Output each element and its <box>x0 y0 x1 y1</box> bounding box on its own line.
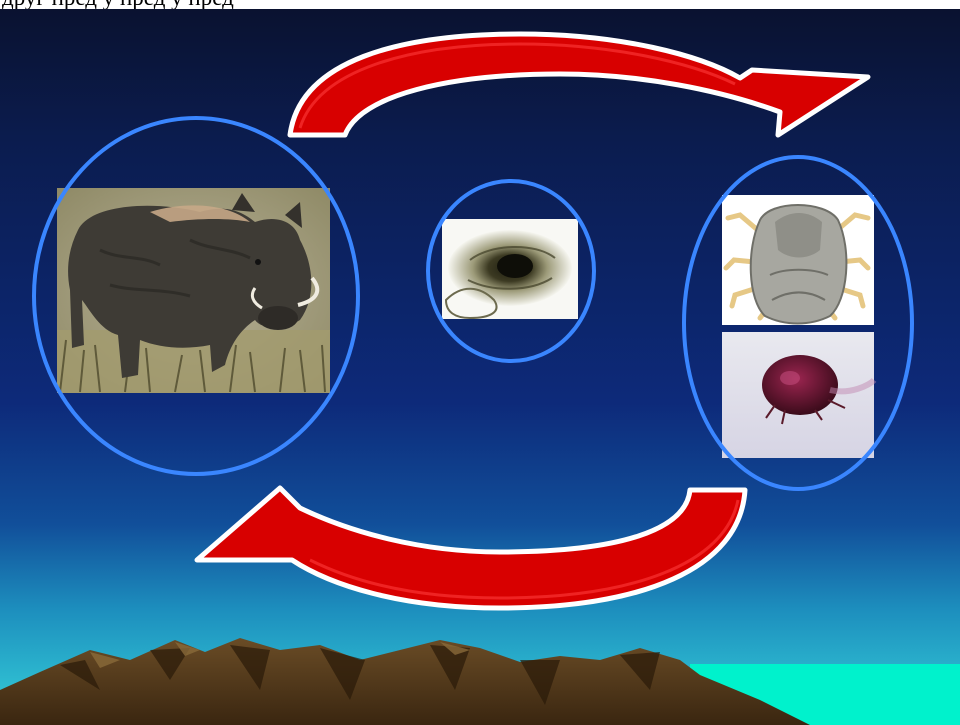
tick-bite-lesion-image <box>442 219 578 319</box>
tick-photo <box>722 332 874 458</box>
title-strip: друг пред у пред у пред <box>0 0 960 9</box>
warthog-photo <box>57 188 330 393</box>
tick-drawing <box>722 195 874 325</box>
life-cycle-diagram <box>0 9 960 725</box>
diagram-stage <box>0 9 960 725</box>
slide-title-fragment: друг пред у пред у пред <box>2 0 234 9</box>
